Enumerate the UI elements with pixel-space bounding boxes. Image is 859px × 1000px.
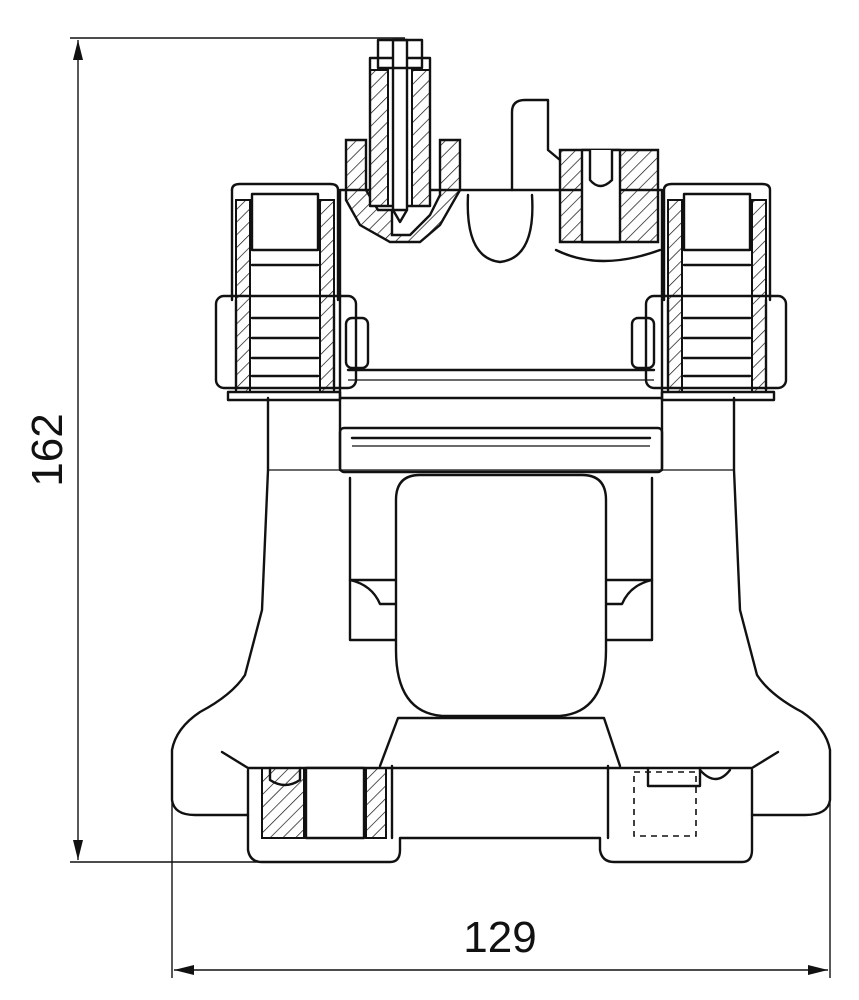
inner-frame <box>338 396 664 718</box>
height-dimension-label: 162 <box>23 413 72 486</box>
right-bottom-bore <box>633 766 732 837</box>
width-dimension-label: 129 <box>463 913 536 962</box>
height-dimension: 162 <box>23 37 405 863</box>
width-dimension: 129 <box>171 800 831 978</box>
valve-fitting <box>344 38 462 244</box>
right-cap-assembly <box>630 182 788 402</box>
left-bottom-bore <box>261 766 387 840</box>
housing-body <box>170 396 832 864</box>
left-cap-assembly <box>214 182 370 402</box>
insert-block <box>554 148 662 263</box>
